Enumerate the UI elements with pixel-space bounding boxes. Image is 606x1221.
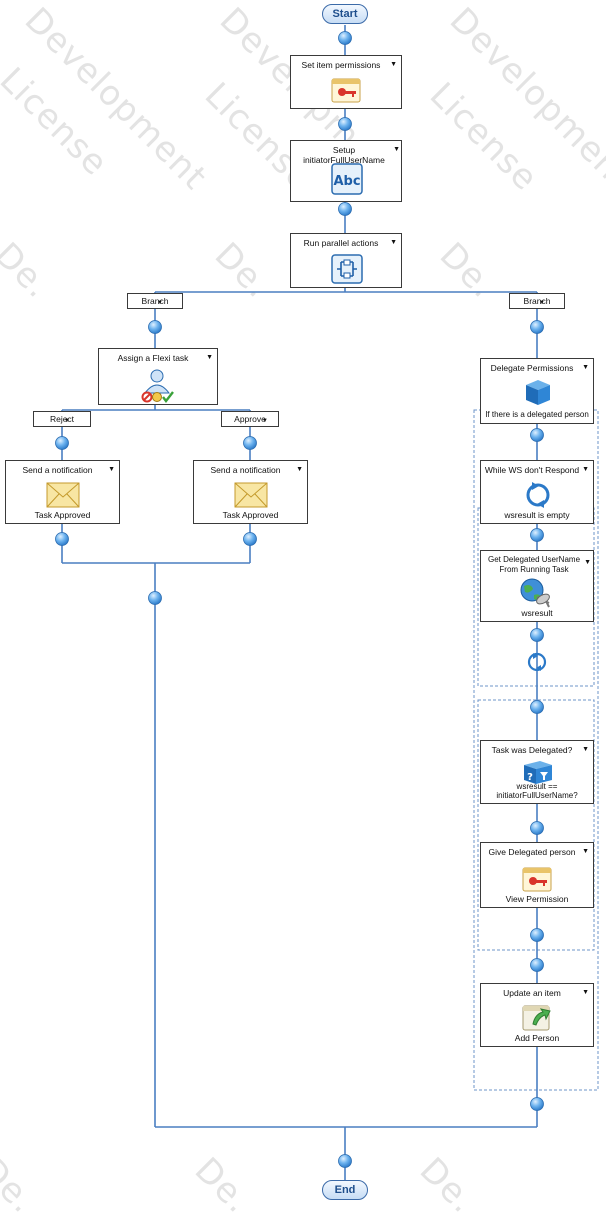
branch-right-label[interactable]: Branch ▼ bbox=[509, 293, 565, 309]
outcome-label: Approve bbox=[234, 414, 266, 424]
action-while-ws[interactable]: While WS don't Respond ▼ wsresult is emp… bbox=[480, 460, 594, 524]
action-title: Set item permissions bbox=[301, 60, 381, 70]
branch-label: Branch bbox=[141, 296, 169, 306]
condition-icon: ? bbox=[524, 761, 552, 784]
end-node[interactable]: End bbox=[322, 1180, 368, 1200]
svg-text:Abc: Abc bbox=[333, 174, 360, 189]
dropdown-arrow-icon[interactable]: ▼ bbox=[539, 300, 545, 306]
dropdown-arrow-icon[interactable]: ▼ bbox=[393, 146, 400, 153]
action-caption: View Permission bbox=[505, 894, 569, 904]
connector-node[interactable] bbox=[530, 821, 544, 835]
connector-node[interactable] bbox=[243, 436, 257, 450]
dropdown-arrow-icon[interactable]: ▼ bbox=[582, 848, 589, 855]
action-title: Send a notification bbox=[22, 465, 93, 475]
connector-node[interactable] bbox=[530, 1097, 544, 1111]
action-caption: wsresult bbox=[521, 608, 553, 618]
action-caption: If there is a delegated person bbox=[485, 410, 589, 419]
action-title: Send a notification bbox=[210, 465, 281, 475]
connector-node[interactable] bbox=[338, 31, 352, 45]
dropdown-arrow-icon[interactable]: ▼ bbox=[296, 466, 303, 473]
action-title: Get Delegated UserName From Running Task bbox=[487, 555, 581, 574]
outcome-approve-label[interactable]: Approve ▼ bbox=[221, 411, 279, 427]
action-caption: wsresult is empty bbox=[504, 510, 570, 520]
connector-node[interactable] bbox=[148, 320, 162, 334]
action-caption: Task Approved bbox=[34, 510, 91, 520]
connector-node[interactable] bbox=[530, 320, 544, 334]
connector-node[interactable] bbox=[338, 117, 352, 131]
action-update-item[interactable]: Update an item ▼ Add Person bbox=[480, 983, 594, 1047]
abc-variable-icon: Abc bbox=[331, 163, 363, 195]
flexi-task-icon bbox=[141, 369, 174, 403]
action-title: Setup initiatorFullUserName bbox=[303, 145, 385, 165]
connector-nodes bbox=[55, 31, 544, 1168]
action-title: While WS don't Respond bbox=[484, 465, 580, 475]
connector-node[interactable] bbox=[55, 436, 69, 450]
action-send-notification-approve[interactable]: Send a notification ▼ Task Approved bbox=[193, 460, 308, 524]
dropdown-arrow-icon[interactable]: ▼ bbox=[108, 466, 115, 473]
action-caption: wsresult == initiatorFullUserName? bbox=[496, 782, 578, 800]
svg-text:?: ? bbox=[527, 772, 533, 783]
action-title: Run parallel actions bbox=[303, 238, 379, 248]
start-node[interactable]: Start bbox=[322, 4, 368, 24]
connector-node[interactable] bbox=[530, 628, 544, 642]
dropdown-arrow-icon[interactable]: ▼ bbox=[390, 61, 397, 68]
action-send-notification-reject[interactable]: Send a notification ▼ Task Approved bbox=[5, 460, 120, 524]
connector-node[interactable] bbox=[530, 428, 544, 442]
action-task-was-delegated[interactable]: Task was Delegated? ▼ ? wsresult == init… bbox=[480, 740, 594, 804]
connector-node[interactable] bbox=[530, 928, 544, 942]
connector-node[interactable] bbox=[148, 591, 162, 605]
action-assign-flexi-task[interactable]: Assign a Flexi task ▼ bbox=[98, 348, 218, 405]
dropdown-arrow-icon[interactable]: ▼ bbox=[584, 559, 591, 566]
dropdown-arrow-icon[interactable]: ▼ bbox=[206, 354, 213, 361]
update-item-icon bbox=[522, 1005, 551, 1031]
action-title: Delegate Permissions bbox=[490, 363, 574, 373]
envelope-icon bbox=[46, 482, 80, 508]
dropdown-arrow-icon[interactable]: ▼ bbox=[582, 466, 589, 473]
action-title: Assign a Flexi task bbox=[117, 353, 189, 363]
connector-node[interactable] bbox=[530, 958, 544, 972]
dropdown-arrow-icon[interactable]: ▼ bbox=[157, 300, 163, 306]
action-caption: Task Approved bbox=[222, 510, 279, 520]
connector-node[interactable] bbox=[55, 532, 69, 546]
connector-node[interactable] bbox=[338, 202, 352, 216]
dropdown-arrow-icon[interactable]: ▼ bbox=[582, 746, 589, 753]
connector-node[interactable] bbox=[530, 528, 544, 542]
branch-label: Branch bbox=[523, 296, 551, 306]
action-setup-initiator[interactable]: Setup initiatorFullUserName ▼ Abc bbox=[290, 140, 402, 202]
outcome-label: Reject bbox=[49, 414, 75, 424]
dropdown-arrow-icon[interactable]: ▼ bbox=[582, 989, 589, 996]
loop-end-icon bbox=[527, 652, 547, 672]
action-delegate-permissions[interactable]: Delegate Permissions ▼ If there is a del… bbox=[480, 358, 594, 424]
loop-icon bbox=[526, 482, 550, 508]
blue-cube-icon bbox=[526, 380, 550, 405]
envelope-icon bbox=[234, 482, 268, 508]
parallel-actions-icon bbox=[331, 254, 363, 284]
dropdown-arrow-icon[interactable]: ▼ bbox=[64, 418, 70, 424]
connector-node[interactable] bbox=[243, 532, 257, 546]
key-permission-icon bbox=[522, 867, 552, 892]
action-set-item-permissions[interactable]: Set item permissions ▼ bbox=[290, 55, 402, 109]
connector-node[interactable] bbox=[530, 700, 544, 714]
dropdown-arrow-icon[interactable]: ▼ bbox=[262, 418, 268, 424]
connector-node[interactable] bbox=[338, 1154, 352, 1168]
action-give-delegated-person[interactable]: Give Delegated person ▼ View Permission bbox=[480, 842, 594, 908]
outcome-reject-label[interactable]: Reject ▼ bbox=[33, 411, 91, 427]
action-caption: Add Person bbox=[514, 1033, 560, 1043]
action-title: Give Delegated person bbox=[488, 847, 576, 857]
action-run-parallel[interactable]: Run parallel actions ▼ bbox=[290, 233, 402, 288]
key-permission-icon bbox=[331, 78, 361, 103]
action-title: Task was Delegated? bbox=[491, 745, 573, 755]
condition-container bbox=[477, 699, 595, 951]
dropdown-arrow-icon[interactable]: ▼ bbox=[582, 364, 589, 371]
dropdown-arrow-icon[interactable]: ▼ bbox=[390, 239, 397, 246]
branch-left-label[interactable]: Branch ▼ bbox=[127, 293, 183, 309]
action-title: Update an item bbox=[503, 988, 561, 998]
action-get-delegated-username[interactable]: Get Delegated UserName From Running Task… bbox=[480, 550, 594, 622]
web-service-icon bbox=[520, 578, 550, 608]
